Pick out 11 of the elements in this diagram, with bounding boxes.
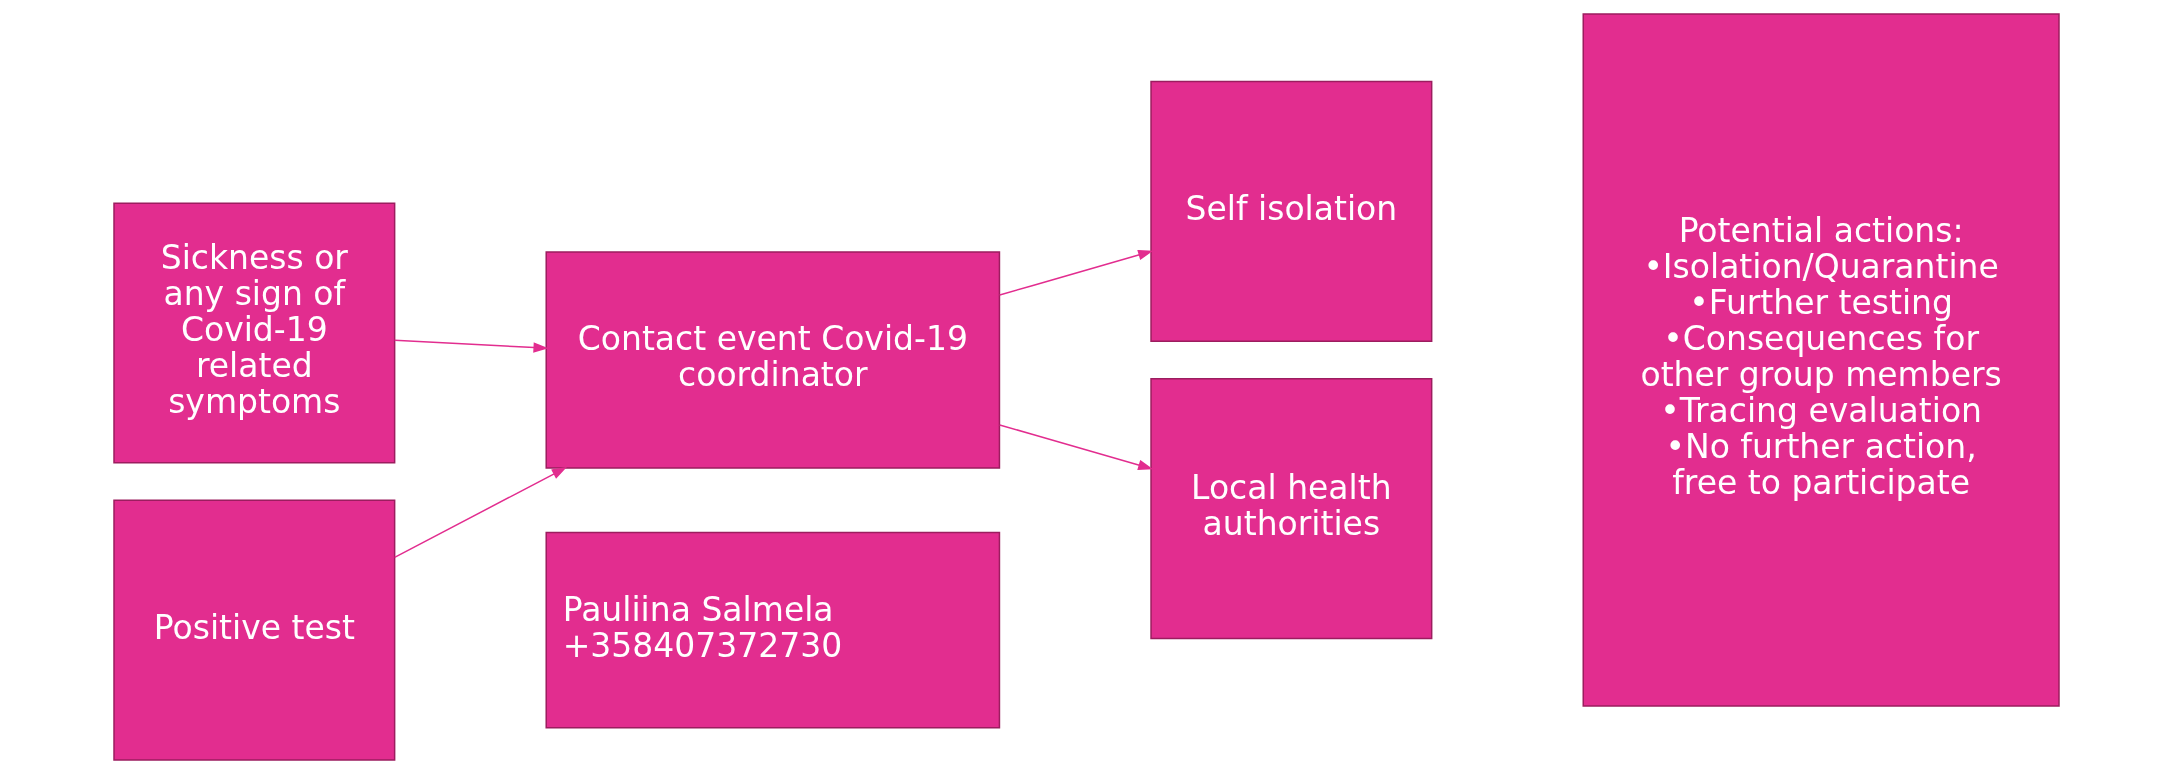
node-box: Local health authorities [1150,378,1433,640]
node-box: Positive test [113,499,396,761]
arrow [998,249,1154,296]
arrow [998,424,1154,471]
node-box: Contact event Covid-19 coordinator [545,251,1001,469]
node-box: Potential actions: •Isolation/Quarantine •Further testing •Consequences for other group members •Tracing evaluation •No further action, free to participate [1582,13,2060,707]
node-box: Self isolation [1150,80,1433,342]
arrow [393,339,549,353]
node-box: Pauliina Salmela +358407372730 [545,531,1001,729]
node-box: Sickness or any sign of Covid-19 related symptoms [113,202,396,464]
arrow [393,467,567,559]
